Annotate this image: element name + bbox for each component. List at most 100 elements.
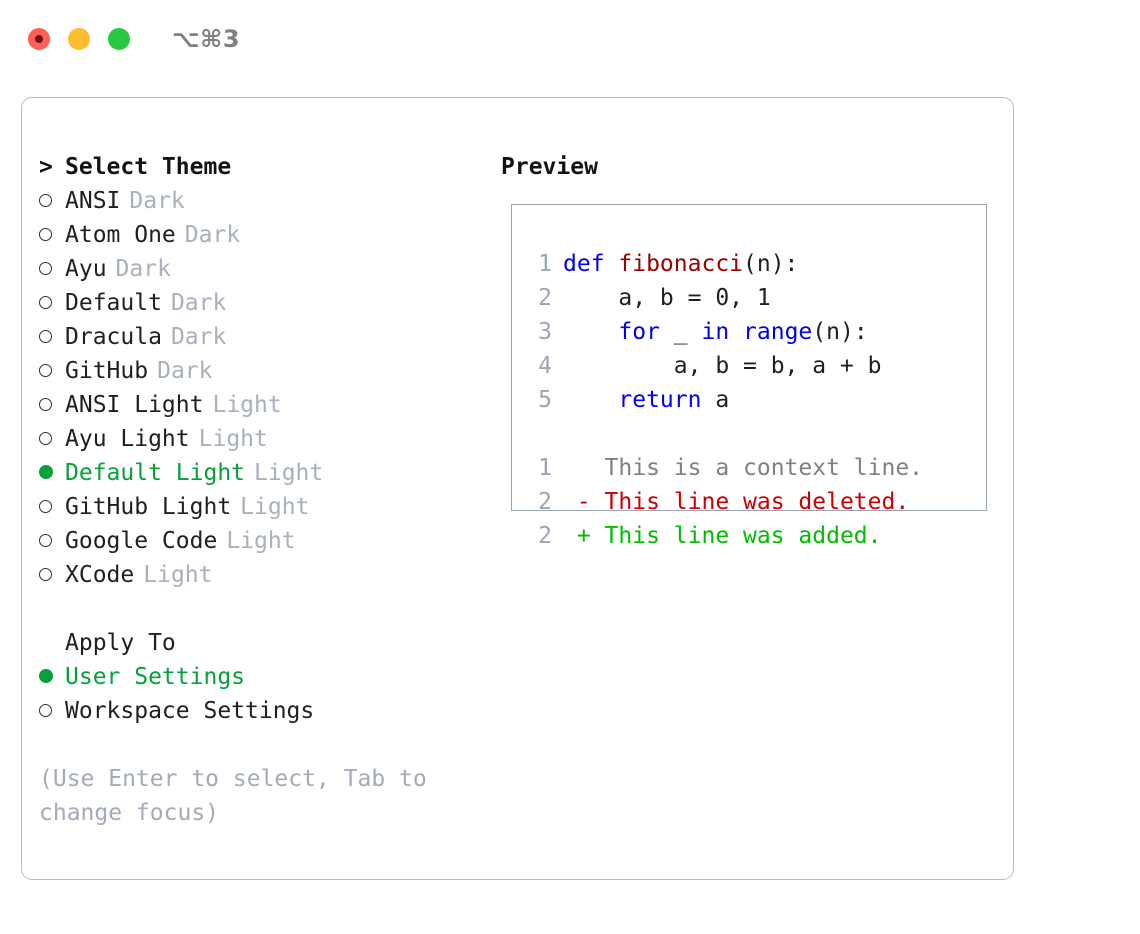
code-token xyxy=(729,319,743,345)
code-token: return xyxy=(618,387,702,413)
apply-to-option-label: User Settings xyxy=(65,664,246,690)
theme-option-kind: Dark xyxy=(157,358,213,384)
theme-option-name: ANSI Light xyxy=(65,392,204,418)
apply-to-option[interactable]: Workspace Settings xyxy=(39,694,479,728)
theme-option[interactable]: GitHub Light Light xyxy=(39,490,479,524)
radio-selected-icon[interactable] xyxy=(39,660,65,694)
code-token: in xyxy=(701,319,730,345)
theme-option-name: Default Light xyxy=(65,460,246,486)
theme-option-kind: Light xyxy=(143,562,213,588)
code-token: for xyxy=(618,319,660,345)
theme-option-kind: Dark xyxy=(184,222,241,248)
theme-option[interactable]: XCode Light xyxy=(39,558,479,592)
caret-icon: > xyxy=(39,154,53,180)
radio-unselected-icon[interactable] xyxy=(39,422,65,456)
line-number: 2 xyxy=(538,523,552,549)
code-token: fibonacci xyxy=(618,251,744,277)
theme-option-kind: Dark xyxy=(170,290,227,316)
line-number: 1 xyxy=(538,251,552,277)
apply-to-option[interactable]: User Settings xyxy=(39,660,479,694)
theme-option-kind: Light xyxy=(254,460,324,486)
code-token: a, b = b, a + b xyxy=(563,353,882,379)
apply-to-option-label: Workspace Settings xyxy=(65,698,315,724)
theme-option-kind: Light xyxy=(226,528,296,554)
theme-list-header: > Select Theme xyxy=(39,150,479,184)
title-bar: ⌥⌘3 xyxy=(0,0,1140,78)
code-token: (n): xyxy=(743,251,799,277)
radio-unselected-icon[interactable] xyxy=(39,252,65,286)
radio-unselected-icon[interactable] xyxy=(39,524,65,558)
theme-option[interactable]: Default Light Light xyxy=(39,456,479,490)
theme-option-kind: Light xyxy=(240,494,310,520)
code-token: + This line was added. xyxy=(563,523,882,549)
theme-option-name: GitHub Light xyxy=(65,494,232,520)
theme-option-kind: Dark xyxy=(170,324,227,350)
line-number: 3 xyxy=(538,319,552,345)
close-button[interactable] xyxy=(28,28,50,50)
theme-option-name: Atom One xyxy=(65,222,176,248)
line-number: 1 xyxy=(538,455,552,481)
line-number: 5 xyxy=(538,387,552,413)
diff-line: 2 + This line was added. xyxy=(530,519,978,553)
theme-option-name: XCode xyxy=(65,562,135,588)
diff-line: 1 This is a context line. xyxy=(530,451,978,485)
radio-unselected-icon[interactable] xyxy=(39,558,65,592)
theme-option-name: Dracula xyxy=(65,324,162,350)
apply-to-header: Apply To xyxy=(39,626,479,660)
theme-option[interactable]: Atom One Dark xyxy=(39,218,479,252)
zoom-button[interactable] xyxy=(108,28,130,50)
keyboard-shortcut-label: ⌥⌘3 xyxy=(172,25,241,53)
theme-option[interactable]: GitHub Dark xyxy=(39,354,479,388)
radio-unselected-icon[interactable] xyxy=(39,286,65,320)
radio-unselected-icon[interactable] xyxy=(39,694,65,728)
diff-line: 2 - This line was deleted. xyxy=(530,485,978,519)
radio-unselected-icon[interactable] xyxy=(39,354,65,388)
line-number: 2 xyxy=(538,489,552,515)
theme-option-name: ANSI xyxy=(65,188,121,214)
theme-option-name: Ayu xyxy=(65,256,107,282)
code-line: 3 for _ in range(n): xyxy=(530,315,978,349)
code-line: 2 a, b = 0, 1 xyxy=(530,281,978,315)
preview-title: Preview xyxy=(501,154,598,180)
theme-option-name: Google Code xyxy=(65,528,218,554)
radio-unselected-icon[interactable] xyxy=(39,490,65,524)
code-token: (n): xyxy=(812,319,868,345)
code-token: range xyxy=(743,319,813,345)
radio-unselected-icon[interactable] xyxy=(39,320,65,354)
radio-unselected-icon[interactable] xyxy=(39,388,65,422)
code-line: 4 a, b = b, a + b xyxy=(530,349,978,383)
theme-option[interactable]: Dracula Dark xyxy=(39,320,479,354)
code-token: a xyxy=(701,387,730,413)
line-number: 4 xyxy=(538,353,552,379)
radio-unselected-icon[interactable] xyxy=(39,218,65,252)
code-token: _ xyxy=(659,319,702,345)
preview-section: Preview xyxy=(501,150,991,184)
code-token: This is a context line. xyxy=(563,455,924,481)
code-diff-separator xyxy=(530,417,978,451)
apply-to-header-label: Apply To xyxy=(65,630,176,656)
code-token xyxy=(563,387,618,413)
radio-selected-icon[interactable] xyxy=(39,456,65,490)
radio-unselected-icon[interactable] xyxy=(39,184,65,218)
theme-option[interactable]: Default Dark xyxy=(39,286,479,320)
theme-option[interactable]: Google Code Light xyxy=(39,524,479,558)
theme-option-name: GitHub xyxy=(65,358,149,384)
minimize-button[interactable] xyxy=(68,28,90,50)
theme-option-name: Default xyxy=(65,290,162,316)
line-number: 2 xyxy=(538,285,552,311)
theme-option-name: Ayu Light xyxy=(65,426,190,452)
